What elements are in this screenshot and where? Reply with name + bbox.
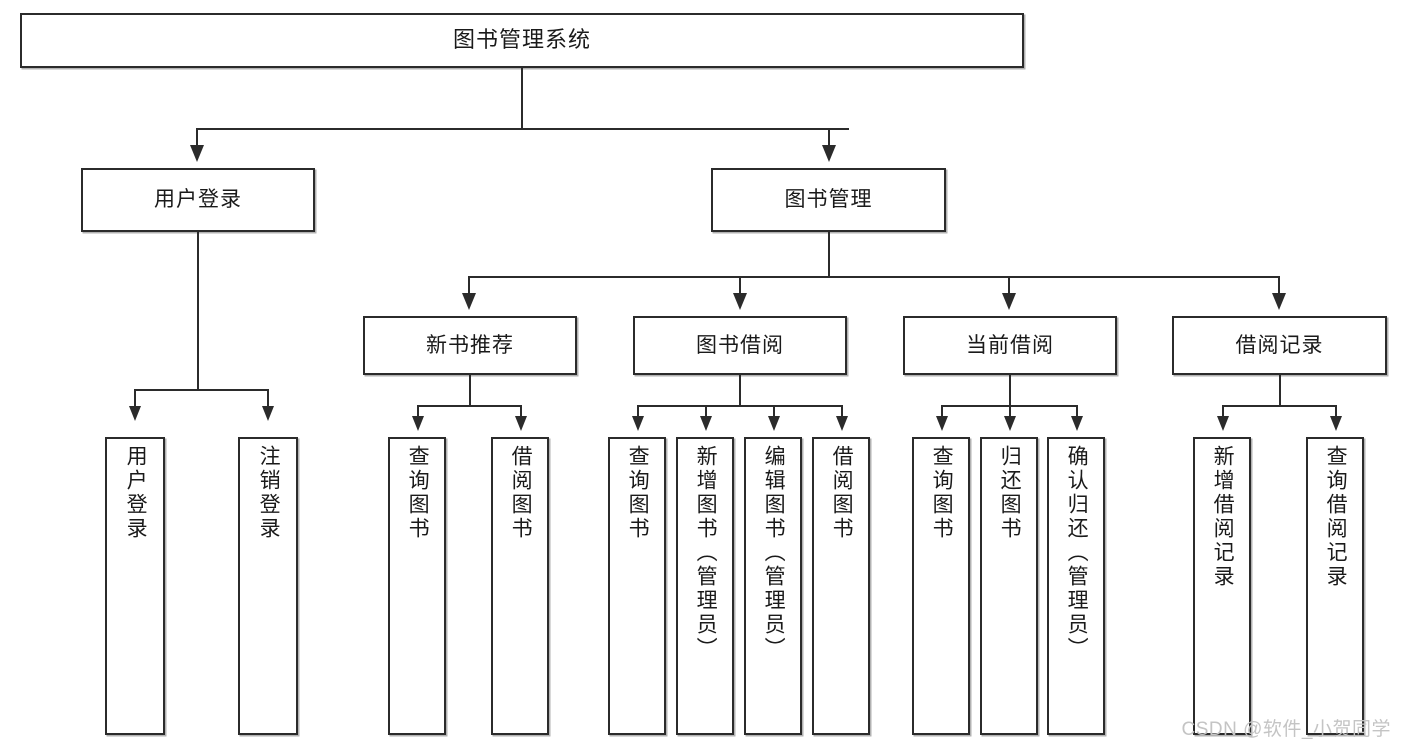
arrowhead-nb-leaf-2 xyxy=(515,416,527,431)
node-label: 新增借阅记录 xyxy=(1211,445,1235,589)
connector-book-borrow-stem xyxy=(739,375,741,406)
node-label: 用户登录 xyxy=(154,188,242,212)
connector-new-book-bus xyxy=(417,405,522,407)
node-user-login[interactable]: 用户登录 xyxy=(81,168,315,232)
connector-user-login-drop-1 xyxy=(134,389,136,407)
connector-user-login-drop-2 xyxy=(267,389,269,407)
arrowhead-nb-leaf-1 xyxy=(412,416,424,431)
leaf-user-login[interactable]: 用户登录 xyxy=(105,437,165,735)
connector-br-drop-1 xyxy=(1222,405,1224,417)
node-new-book-recommend[interactable]: 新书推荐 xyxy=(363,316,577,375)
node-label: 新书推荐 xyxy=(426,333,514,357)
arrowhead-to-book-manage xyxy=(822,145,836,162)
connector-root-drop-left xyxy=(196,128,198,146)
connector-l3-drop-4 xyxy=(1278,276,1280,294)
arrowhead-bb-leaf-4 xyxy=(836,416,848,431)
node-label: 查询图书 xyxy=(626,445,650,541)
connector-cb-drop-1 xyxy=(941,405,943,417)
arrowhead-bb-leaf-3 xyxy=(768,416,780,431)
arrowhead-bb-leaf-1 xyxy=(632,416,644,431)
node-label: 查询借阅记录 xyxy=(1324,445,1348,589)
connector-user-login-stem xyxy=(197,232,199,390)
leaf-br-add-record[interactable]: 新增借阅记录 xyxy=(1193,437,1251,735)
arrowhead-cb-leaf-1 xyxy=(936,416,948,431)
arrowhead-to-leaf-logout xyxy=(262,406,274,421)
connector-l3-drop-2 xyxy=(739,276,741,294)
connector-l3-drop-1 xyxy=(468,276,470,294)
leaf-bb-query-book[interactable]: 查询图书 xyxy=(608,437,666,735)
arrowhead-to-borrow-records xyxy=(1272,293,1286,310)
node-root-system[interactable]: 图书管理系统 xyxy=(20,13,1024,68)
node-borrow-records[interactable]: 借阅记录 xyxy=(1172,316,1387,375)
connector-bb-drop-2 xyxy=(705,405,707,417)
node-book-borrow[interactable]: 图书借阅 xyxy=(633,316,847,375)
arrowhead-to-current-borrow xyxy=(1002,293,1016,310)
arrowhead-br-leaf-1 xyxy=(1217,416,1229,431)
leaf-nb-borrow-book[interactable]: 借阅图书 xyxy=(491,437,549,735)
arrowhead-cb-leaf-2 xyxy=(1004,416,1016,431)
node-book-manage[interactable]: 图书管理 xyxy=(711,168,946,232)
leaf-nb-query-book[interactable]: 查询图书 xyxy=(388,437,446,735)
arrowhead-to-user-login xyxy=(190,145,204,162)
connector-root-stem xyxy=(521,68,523,129)
node-label: 当前借阅 xyxy=(966,333,1054,357)
node-label: 图书管理 xyxy=(784,188,873,212)
connector-new-book-drop-2 xyxy=(520,405,522,417)
connector-new-book-stem xyxy=(469,375,471,406)
node-label: 查询图书 xyxy=(930,445,954,541)
connector-root-bus xyxy=(196,128,849,130)
node-label: 借阅记录 xyxy=(1235,333,1324,357)
node-label: 编辑图书（管理员） xyxy=(762,445,786,661)
node-label: 借阅图书 xyxy=(830,445,854,541)
leaf-cb-return-book[interactable]: 归还图书 xyxy=(980,437,1038,735)
leaf-br-query-record[interactable]: 查询借阅记录 xyxy=(1306,437,1364,735)
node-label: 借阅图书 xyxy=(509,445,533,541)
leaf-cb-query-book[interactable]: 查询图书 xyxy=(912,437,970,735)
connector-new-book-drop-1 xyxy=(417,405,419,417)
connector-user-login-bus xyxy=(134,389,269,391)
node-label: 归还图书 xyxy=(998,445,1022,541)
node-label: 确认归还（管理员） xyxy=(1065,445,1089,661)
leaf-bb-borrow-book[interactable]: 借阅图书 xyxy=(812,437,870,735)
arrowhead-to-book-borrow xyxy=(733,293,747,310)
connector-borrow-records-stem xyxy=(1279,375,1281,406)
connector-bb-drop-1 xyxy=(637,405,639,417)
leaf-bb-edit-book-admin[interactable]: 编辑图书（管理员） xyxy=(744,437,802,735)
csdn-watermark: CSDN @软件_小贺同学 xyxy=(1181,719,1391,740)
leaf-logout[interactable]: 注销登录 xyxy=(238,437,298,735)
connector-l3-drop-3 xyxy=(1008,276,1010,294)
arrowhead-br-leaf-2 xyxy=(1330,416,1342,431)
arrowhead-bb-leaf-2 xyxy=(700,416,712,431)
connector-br-drop-2 xyxy=(1335,405,1337,417)
connector-cb-drop-2 xyxy=(1009,405,1011,417)
arrowhead-to-new-book xyxy=(462,293,476,310)
node-label: 查询图书 xyxy=(406,445,430,541)
leaf-bb-add-book-admin[interactable]: 新增图书（管理员） xyxy=(676,437,734,735)
connector-bb-drop-3 xyxy=(773,405,775,417)
leaf-cb-confirm-return-admin[interactable]: 确认归还（管理员） xyxy=(1047,437,1105,735)
connector-book-borrow-bus xyxy=(637,405,843,407)
node-label: 新增图书（管理员） xyxy=(694,445,718,661)
connector-book-manage-stem xyxy=(828,232,830,277)
node-current-borrow[interactable]: 当前借阅 xyxy=(903,316,1117,375)
node-label: 图书借阅 xyxy=(696,333,784,357)
connector-borrow-records-bus xyxy=(1222,405,1337,407)
arrowhead-cb-leaf-3 xyxy=(1071,416,1083,431)
connector-cb-drop-3 xyxy=(1076,405,1078,417)
connector-bb-drop-4 xyxy=(841,405,843,417)
node-label: 用户登录 xyxy=(124,445,148,541)
connector-book-manage-bus xyxy=(468,276,1280,278)
node-label: 图书管理系统 xyxy=(452,27,591,53)
connector-root-drop-right xyxy=(828,128,830,146)
arrowhead-to-leaf-user-login xyxy=(129,406,141,421)
connector-current-borrow-stem xyxy=(1009,375,1011,406)
node-label: 注销登录 xyxy=(257,445,281,541)
